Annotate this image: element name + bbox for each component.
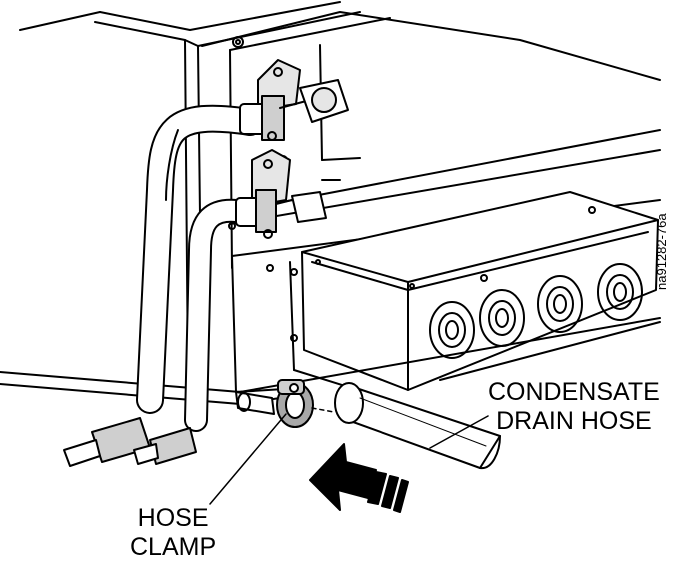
- drain-stub: [235, 391, 275, 415]
- condensate-drain-hose: [311, 382, 501, 470]
- condensate-label-line2: DRAIN HOSE: [496, 407, 652, 435]
- clamp-label-line2: CLAMP: [130, 533, 217, 561]
- clamp-label-line1: HOSE: [137, 504, 209, 532]
- insertion-arrow-icon: [309, 443, 409, 513]
- condensate-label-line1: CONDENSATE: [488, 378, 660, 406]
- upper-valve-fitting: [239, 59, 349, 141]
- leader-lines: [209, 413, 489, 505]
- electrical-box: [301, 191, 659, 391]
- refrigerant-pipe-lower: [184, 198, 256, 432]
- condensate-drain-hose-label: CONDENSATE DRAIN HOSE: [488, 378, 660, 436]
- hose-clamp-label: HOSE CLAMP: [130, 504, 216, 562]
- hose-clamp: [276, 379, 314, 428]
- refrigerant-pipe-upper: [136, 104, 264, 414]
- lower-valve-fitting: [235, 149, 327, 239]
- figure-code-label: na91282-76a: [654, 213, 669, 290]
- bottom-pipe-connectors: [63, 417, 197, 467]
